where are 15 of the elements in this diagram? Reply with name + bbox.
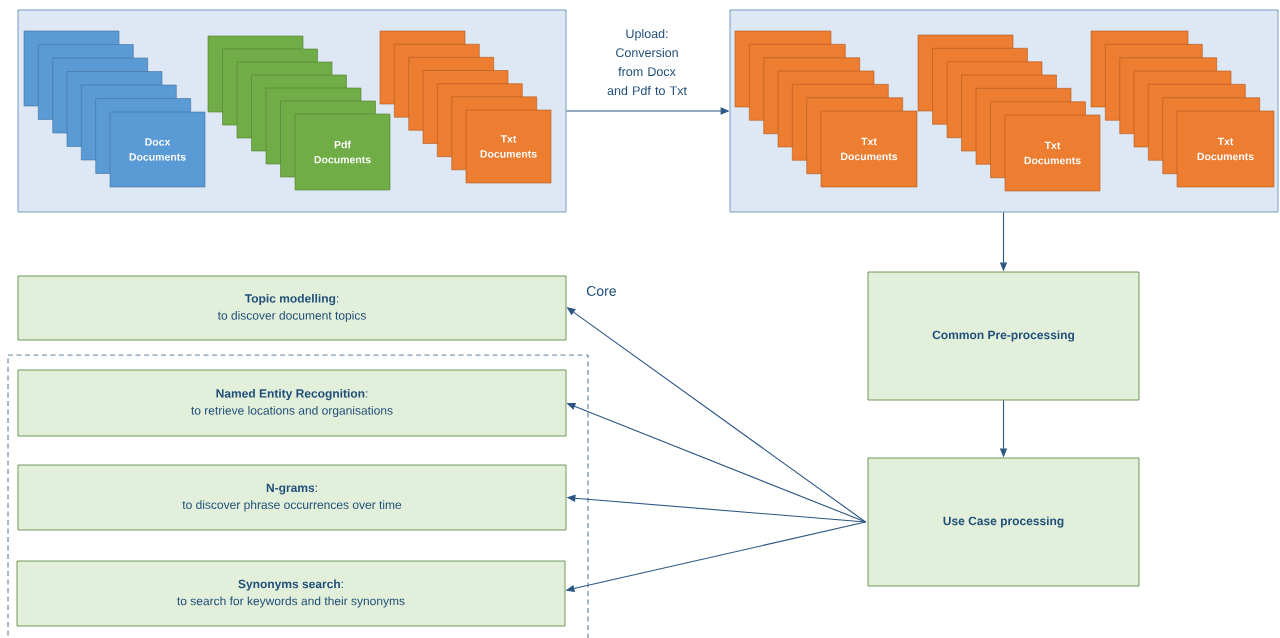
task-box: N-grams: to discover phrase occurrences over time	[17, 464, 567, 531]
process-box: Use Case processing	[867, 457, 1140, 587]
document-card: Txt Documents	[465, 109, 552, 184]
task-box: Topic modelling: to discover document topics	[17, 275, 567, 341]
task-box: Synonyms search: to search for keywords and their synonyms	[16, 560, 566, 627]
document-card: Txt Documents	[1176, 110, 1275, 188]
document-card: Txt Documents	[1004, 114, 1101, 192]
document-card: Pdf Documents	[294, 113, 391, 191]
task-box: Named Entity Recognition: to retrieve locations and organisations	[17, 369, 567, 437]
document-card: Docx Documents	[109, 111, 206, 188]
document-card: Txt Documents	[820, 110, 918, 188]
edge-label: Upload: Conversion from Docx and Pdf to Txt	[600, 27, 694, 97]
dashed-group-box	[7, 354, 589, 638]
process-box: Common Pre-processing	[867, 271, 1140, 401]
group-label: Core	[586, 286, 616, 296]
